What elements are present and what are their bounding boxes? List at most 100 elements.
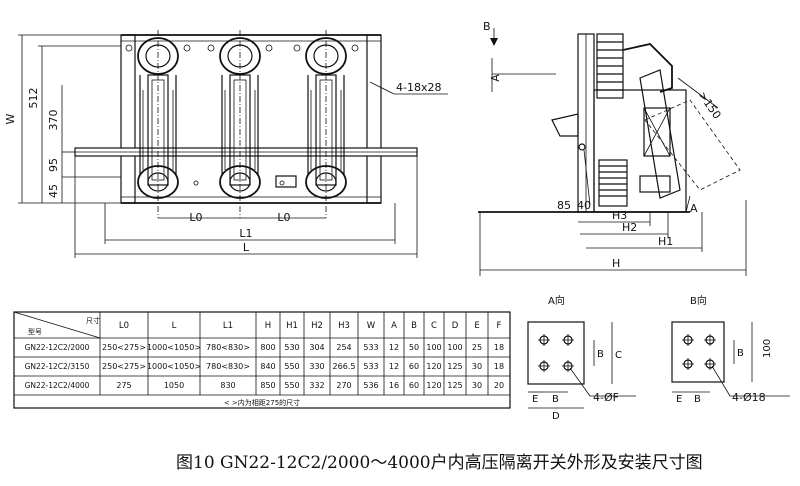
- table-cell: 533: [363, 362, 378, 371]
- view-a-B: B: [597, 349, 604, 360]
- table-cell: 60: [409, 362, 419, 371]
- view-b-E: E: [676, 394, 682, 405]
- table-header-cell: E: [474, 321, 479, 331]
- view-a-plate: [527, 321, 585, 385]
- table-cell: 125: [447, 381, 462, 390]
- dim-L0-right: L0: [277, 211, 290, 224]
- table-header-cell: H3: [338, 321, 350, 331]
- table-cell: 270: [336, 381, 351, 390]
- upper-contact-arm: [622, 43, 673, 93]
- side-d85: 85: [557, 199, 571, 212]
- side-A: A: [489, 74, 502, 82]
- table-cell: 50: [409, 343, 419, 352]
- upper-insulator: [596, 33, 624, 99]
- table-header-cell: F: [497, 321, 502, 331]
- table-cell: 16: [389, 381, 399, 390]
- side-d40: 40: [577, 199, 591, 212]
- table-cell: 530: [284, 343, 299, 352]
- nameplate: [275, 175, 297, 188]
- table-header-cell: H: [265, 321, 271, 331]
- view-b-title: B向: [690, 294, 707, 307]
- table-cell: 125: [447, 362, 462, 371]
- front-view: W 512 370 95 45 L0 L0 L1 L 4-18x28: [4, 30, 448, 258]
- table-cell: 60: [409, 381, 419, 390]
- table-cell: 304: [309, 343, 324, 352]
- table-header-cell: L0: [119, 321, 129, 331]
- table-cell: 332: [309, 381, 324, 390]
- table-cell: 12: [389, 343, 399, 352]
- side-H: H: [612, 257, 620, 270]
- blade-open: [639, 69, 681, 199]
- table-cell: 1050: [164, 381, 184, 390]
- dim-370: 370: [47, 110, 60, 131]
- side-B: B: [483, 20, 491, 33]
- dim-W: W: [4, 113, 17, 124]
- table-cell: 18: [494, 343, 504, 352]
- table-header-cell: A: [391, 321, 397, 331]
- table-header-cell: B: [411, 321, 417, 331]
- dim-L: L: [243, 241, 250, 254]
- table-header-cell: H2: [311, 321, 323, 331]
- table-cell: 254: [336, 343, 351, 352]
- table-cell: 30: [472, 381, 482, 390]
- table-header-cell: W: [367, 321, 376, 331]
- side-view: B A >150 85 40 H3 H2 H1 H A: [478, 20, 747, 276]
- figure-caption: 图10 GN22-12C2/2000～4000户内高压隔离开关外形及安装尺寸图: [176, 453, 703, 473]
- table-cell: 275: [116, 381, 131, 390]
- table-cell: 536: [363, 381, 378, 390]
- lower-insulator: [598, 159, 628, 207]
- dim-L0-left: L0: [189, 211, 202, 224]
- view-a: A向 B C E B D 4-ØF: [527, 294, 636, 422]
- side-H2: H2: [622, 221, 637, 234]
- view-a-B2: B: [552, 394, 559, 405]
- table-note: < >内为相距275的尺寸: [224, 398, 300, 407]
- frame-left-channel: [120, 34, 136, 204]
- table-model-cell: GN22-12C2/4000: [25, 381, 90, 390]
- dim-512: 512: [27, 88, 40, 109]
- table-cell: 30: [472, 362, 482, 371]
- table-corner-bottom: 型号: [28, 327, 42, 336]
- table-cell: 120: [426, 381, 441, 390]
- table-cell: 250<275>: [102, 362, 146, 371]
- view-b: B向 B 100 E B 4-Ø18: [671, 294, 790, 405]
- view-a-C: C: [615, 350, 622, 361]
- table-model-cell: GN22-12C2/2000: [25, 343, 90, 352]
- holes-callout: 4-18x28: [396, 81, 441, 94]
- table-cell: 780<830>: [206, 343, 250, 352]
- table-cell: 1000<1050>: [147, 343, 201, 352]
- table-cell: 780<830>: [206, 362, 250, 371]
- table-cell: 250<275>: [102, 343, 146, 352]
- table-cell: 100: [426, 343, 441, 352]
- dim-45: 45: [47, 184, 60, 198]
- table-cell: 550: [284, 362, 299, 371]
- view-b-plate: [671, 321, 725, 383]
- table-model-cell: GN22-12C2/3150: [25, 362, 90, 371]
- view-a-D: D: [552, 411, 560, 422]
- view-b-holes: 4-Ø18: [732, 391, 766, 404]
- dim-L1: L1: [239, 227, 252, 240]
- table-cell: 533: [363, 343, 378, 352]
- table-header-cell: L: [172, 321, 177, 331]
- view-a-E: E: [532, 394, 538, 405]
- frame-right-channel: [366, 34, 382, 204]
- dim-95: 95: [47, 158, 60, 172]
- table-cell: 830: [220, 381, 235, 390]
- table-cell: 12: [389, 362, 399, 371]
- table-cell: 330: [309, 362, 324, 371]
- table-corner-top: 尺寸: [86, 316, 100, 325]
- table-cell: 550: [284, 381, 299, 390]
- drive-lever: [551, 113, 579, 137]
- table-header-cell: H1: [286, 321, 298, 331]
- table-cell: 25: [472, 343, 482, 352]
- table-cell: 120: [426, 362, 441, 371]
- table-cell: 100: [447, 343, 462, 352]
- view-a-holes: 4-ØF: [593, 391, 619, 404]
- table-cell: 850: [260, 381, 275, 390]
- side-H1: H1: [658, 235, 673, 248]
- table-cell: 800: [260, 343, 275, 352]
- side-H3: H3: [612, 209, 627, 222]
- table-header-cell: C: [431, 321, 437, 331]
- side-A-direction: A: [690, 202, 698, 215]
